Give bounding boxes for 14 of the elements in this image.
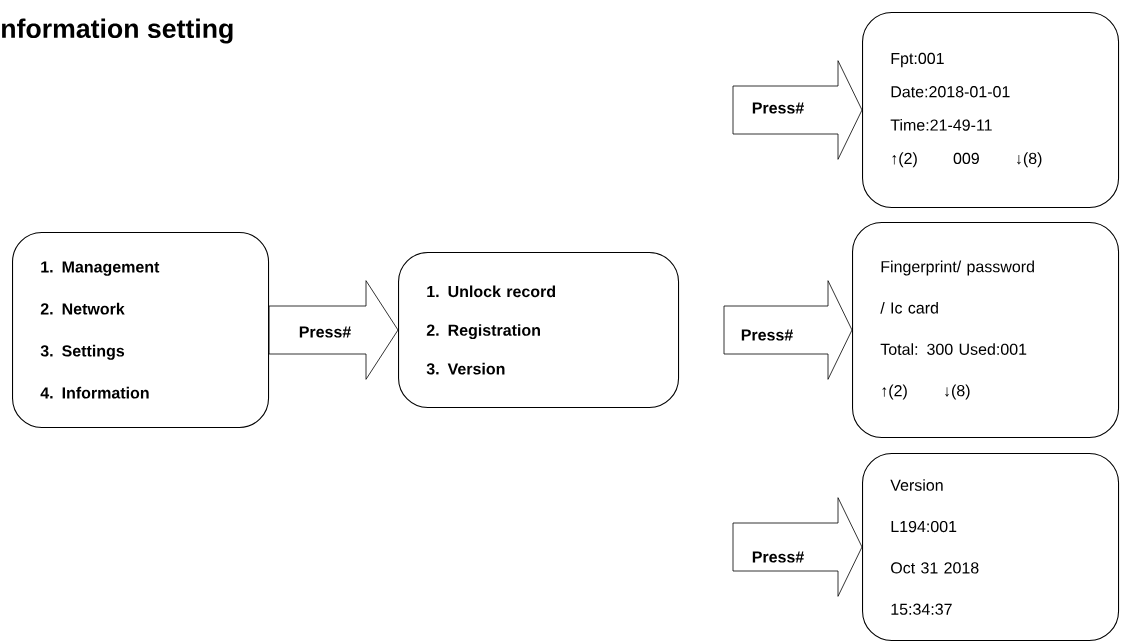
edge-label: Press# [750,101,806,115]
menu-box: Fpt:001 Date:2018-01-01 Time:21-49-11 ↑(2) 009 ↓(8) [862,12,1120,208]
edge-label: Press# [750,550,806,564]
block-arrow [723,280,853,380]
title: nformation setting [2,18,233,44]
block-arrow [268,280,399,380]
menu-box: 1. Unlock record 2. Registration 3. Version [398,252,680,408]
menu-box: Fingerprint/ password / Ic card Total: 300 Used:001 ↑(2) ↓(8) [852,222,1120,438]
block-arrow [732,60,863,160]
block-arrow [732,497,863,597]
edge-label: Press# [739,328,795,342]
edge-label: Press# [297,325,353,339]
menu-box: Version L194:001 Oct 31 2018 15:34:37 [862,453,1120,641]
menu-box: 1. Management 2. Network 3. Settings 4. Information [12,232,270,428]
